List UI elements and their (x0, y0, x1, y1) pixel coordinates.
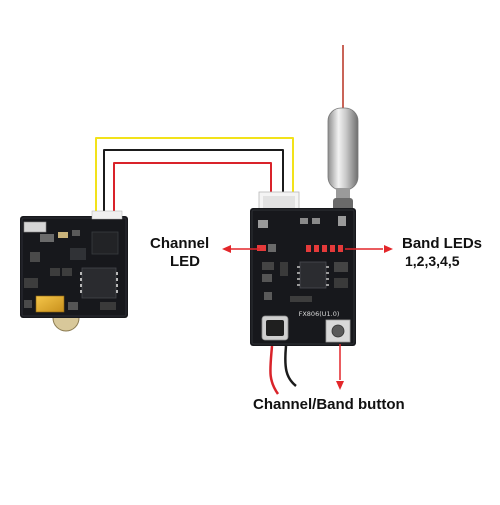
yellow-wire (95, 137, 294, 220)
band-leds-label-line2: 1,2,3,4,5 (405, 253, 460, 269)
black-wire (103, 149, 284, 220)
power-wires (269, 345, 297, 395)
red-wire (113, 162, 272, 220)
connection-wires (95, 137, 294, 220)
annotation-arrows (222, 245, 393, 390)
camera-module (20, 210, 128, 332)
vtx-board: FX806(U1.0) (250, 191, 356, 346)
antenna (327, 45, 359, 224)
channel-band-button-label: Channel/Band button (253, 396, 405, 413)
band-led-row (306, 245, 343, 252)
channel-band-button (325, 319, 351, 343)
channel-led-arrow-head (222, 245, 231, 253)
button-arrow-head (336, 381, 344, 390)
channel-led-label-line2: LED (170, 253, 200, 270)
board-marking: FX806(U1.0) (299, 310, 340, 318)
channel-led-label-line1: Channel (150, 235, 210, 252)
band-leds-arrow-head (384, 245, 393, 253)
band-leds-label-line1: Band LEDs (402, 235, 483, 252)
